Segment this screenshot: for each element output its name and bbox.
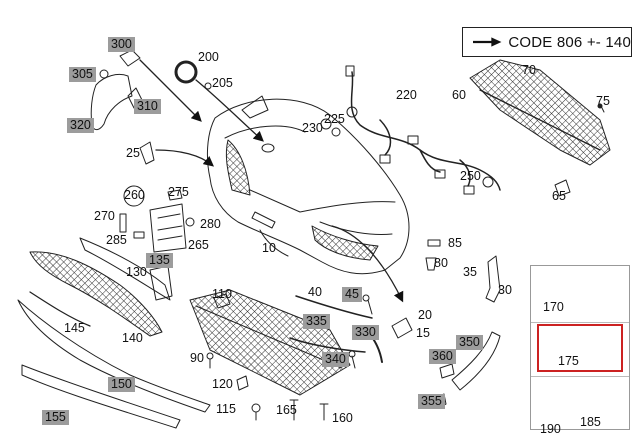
part-label-80: 80 <box>434 256 448 270</box>
part-label-15: 15 <box>416 326 430 340</box>
part-label-35: 35 <box>463 265 477 279</box>
part-label-220: 220 <box>396 88 417 102</box>
part-label-200: 200 <box>198 50 219 64</box>
part-label-140: 140 <box>122 331 143 345</box>
upper-radiator-grille <box>469 59 611 197</box>
emblem-parts <box>174 60 264 142</box>
variant-panel <box>530 265 630 430</box>
part-label-280: 280 <box>200 217 221 231</box>
part-label-360: 360 <box>429 349 456 364</box>
lower-mesh-grille <box>29 251 163 337</box>
part-label-150: 150 <box>108 377 135 392</box>
part-label-30: 30 <box>498 283 512 297</box>
wiring-harness <box>320 65 501 195</box>
part-label-40: 40 <box>308 285 322 299</box>
part-label-65: 65 <box>552 189 566 203</box>
part-label-285: 285 <box>106 233 127 247</box>
part-label-20: 20 <box>418 308 432 322</box>
part-label-175: 175 <box>558 354 579 368</box>
part-label-350: 350 <box>456 335 483 350</box>
part-label-135: 135 <box>146 253 173 268</box>
part-label-45: 45 <box>342 287 362 302</box>
part-label-145: 145 <box>64 321 85 335</box>
lower-trim-strips <box>17 291 211 429</box>
part-label-25: 25 <box>126 146 140 160</box>
part-label-260: 260 <box>124 188 145 202</box>
part-label-60: 60 <box>452 88 466 102</box>
part-label-205: 205 <box>212 76 233 90</box>
part-label-10: 10 <box>262 241 276 255</box>
part-label-275: 275 <box>168 185 189 199</box>
part-label-170: 170 <box>543 300 564 314</box>
part-label-305: 305 <box>69 67 96 82</box>
part-label-320: 320 <box>67 118 94 133</box>
part-label-340: 340 <box>322 352 349 367</box>
selected-variant-highlight[interactable] <box>537 324 623 372</box>
right-arrow-icon <box>473 37 502 47</box>
part-label-300: 300 <box>108 37 135 52</box>
part-label-120: 120 <box>212 377 233 391</box>
part-label-110: 110 <box>212 287 232 301</box>
side-bracket-350 <box>439 331 501 391</box>
part-label-115: 115 <box>216 402 236 416</box>
part-label-160: 160 <box>332 411 353 425</box>
part-label-85: 85 <box>448 236 462 250</box>
bracket-25 <box>139 141 214 167</box>
part-label-90: 90 <box>190 351 204 365</box>
part-label-270: 270 <box>94 209 115 223</box>
part-label-225: 225 <box>324 112 345 126</box>
part-label-335: 335 <box>303 314 330 329</box>
part-label-310: 310 <box>134 99 161 114</box>
option-code-note: CODE 806 +- 140 <box>462 27 632 57</box>
part-label-330: 330 <box>352 325 379 340</box>
part-label-165: 165 <box>276 403 297 417</box>
bumper-cover <box>206 95 410 275</box>
part-label-70: 70 <box>522 63 536 77</box>
license-plate-bracket <box>119 185 195 253</box>
panel-divider <box>531 376 629 377</box>
part-label-75: 75 <box>596 94 610 108</box>
part-label-250: 250 <box>460 169 481 183</box>
part-label-155: 155 <box>42 410 69 425</box>
part-label-130: 130 <box>126 265 147 279</box>
option-code-text: CODE 806 +- 140 <box>508 33 631 51</box>
part-label-355: 355 <box>418 394 445 409</box>
part-label-185: 185 <box>580 415 601 429</box>
part-label-230: 230 <box>302 121 323 135</box>
part-label-265: 265 <box>188 238 209 252</box>
panel-divider <box>531 322 629 323</box>
part-label-190: 190 <box>540 422 561 436</box>
side-brackets <box>425 239 501 303</box>
